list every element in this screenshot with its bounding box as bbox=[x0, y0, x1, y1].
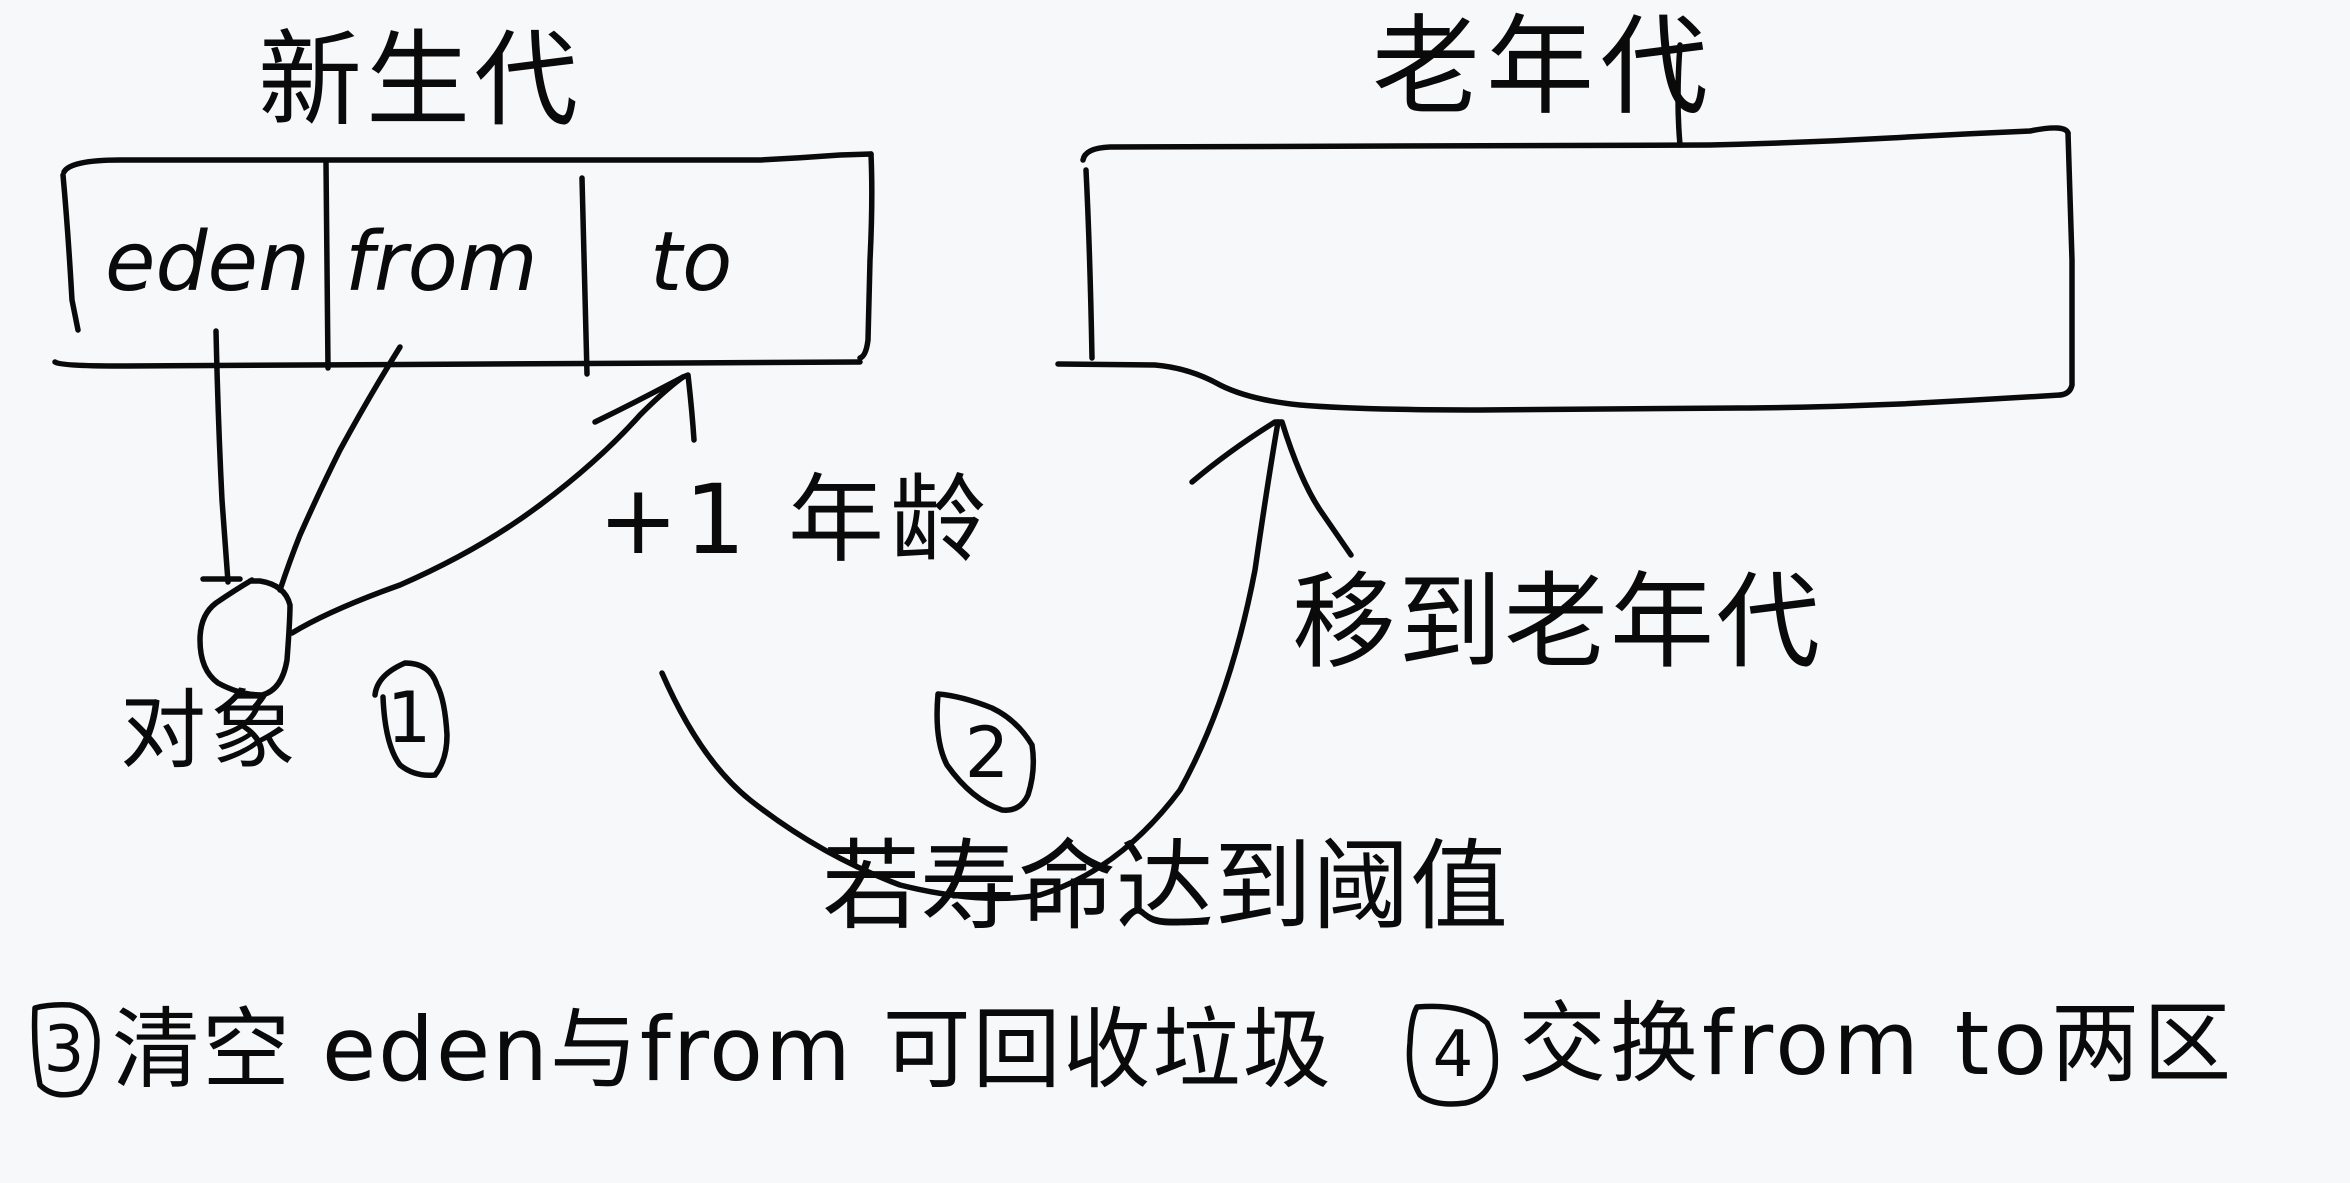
step-2-circle-icon bbox=[934, 691, 1037, 813]
edge-eden-object bbox=[213, 328, 231, 585]
object-node-shape bbox=[197, 576, 293, 698]
edge-object-to-arrow bbox=[289, 374, 686, 636]
step-4-marker: 4 bbox=[1405, 1003, 1501, 1107]
arrowhead-old bbox=[1189, 419, 1354, 558]
young-divider-eden-from bbox=[323, 160, 331, 371]
step-3-marker: 3 bbox=[25, 1000, 103, 1100]
old-generation-title: 老年代 bbox=[1372, 5, 1715, 130]
eden-cell-label: eden bbox=[105, 215, 310, 310]
young-generation-box bbox=[52, 151, 875, 369]
threshold-label: 若寿命达到阈值 bbox=[822, 830, 1509, 944]
step-3-circle-icon bbox=[31, 1002, 100, 1098]
step-2-marker: 2 bbox=[932, 690, 1042, 815]
step-4-number: 4 bbox=[1432, 1018, 1474, 1092]
from-cell-label: from bbox=[345, 215, 538, 310]
step-4-circle-icon bbox=[1406, 1003, 1499, 1107]
step-1-number: 1 bbox=[386, 676, 432, 759]
age-increment-label: +1 年龄 bbox=[598, 464, 993, 576]
young-divider-from-to bbox=[579, 175, 590, 377]
step-3-text: 清空 eden与from 可回收垃圾 bbox=[112, 998, 1333, 1101]
step-1-circle-icon bbox=[372, 660, 450, 779]
edge-to-old-curve bbox=[659, 419, 1281, 902]
step-2-number: 2 bbox=[964, 711, 1010, 794]
old-generation-box bbox=[1055, 42, 2075, 413]
edge-from-object bbox=[277, 344, 403, 593]
step-4-text: 交换from to两区 bbox=[1518, 992, 2236, 1095]
step-1-marker: 1 bbox=[365, 655, 453, 780]
arrowhead-to bbox=[592, 372, 697, 443]
to-cell-label: to bbox=[650, 215, 733, 310]
young-generation-title: 新生代 bbox=[258, 19, 583, 141]
object-label: 对象 bbox=[120, 681, 300, 781]
step-3-number: 3 bbox=[43, 1013, 85, 1087]
move-to-old-label: 移到老年代 bbox=[1292, 561, 1823, 683]
